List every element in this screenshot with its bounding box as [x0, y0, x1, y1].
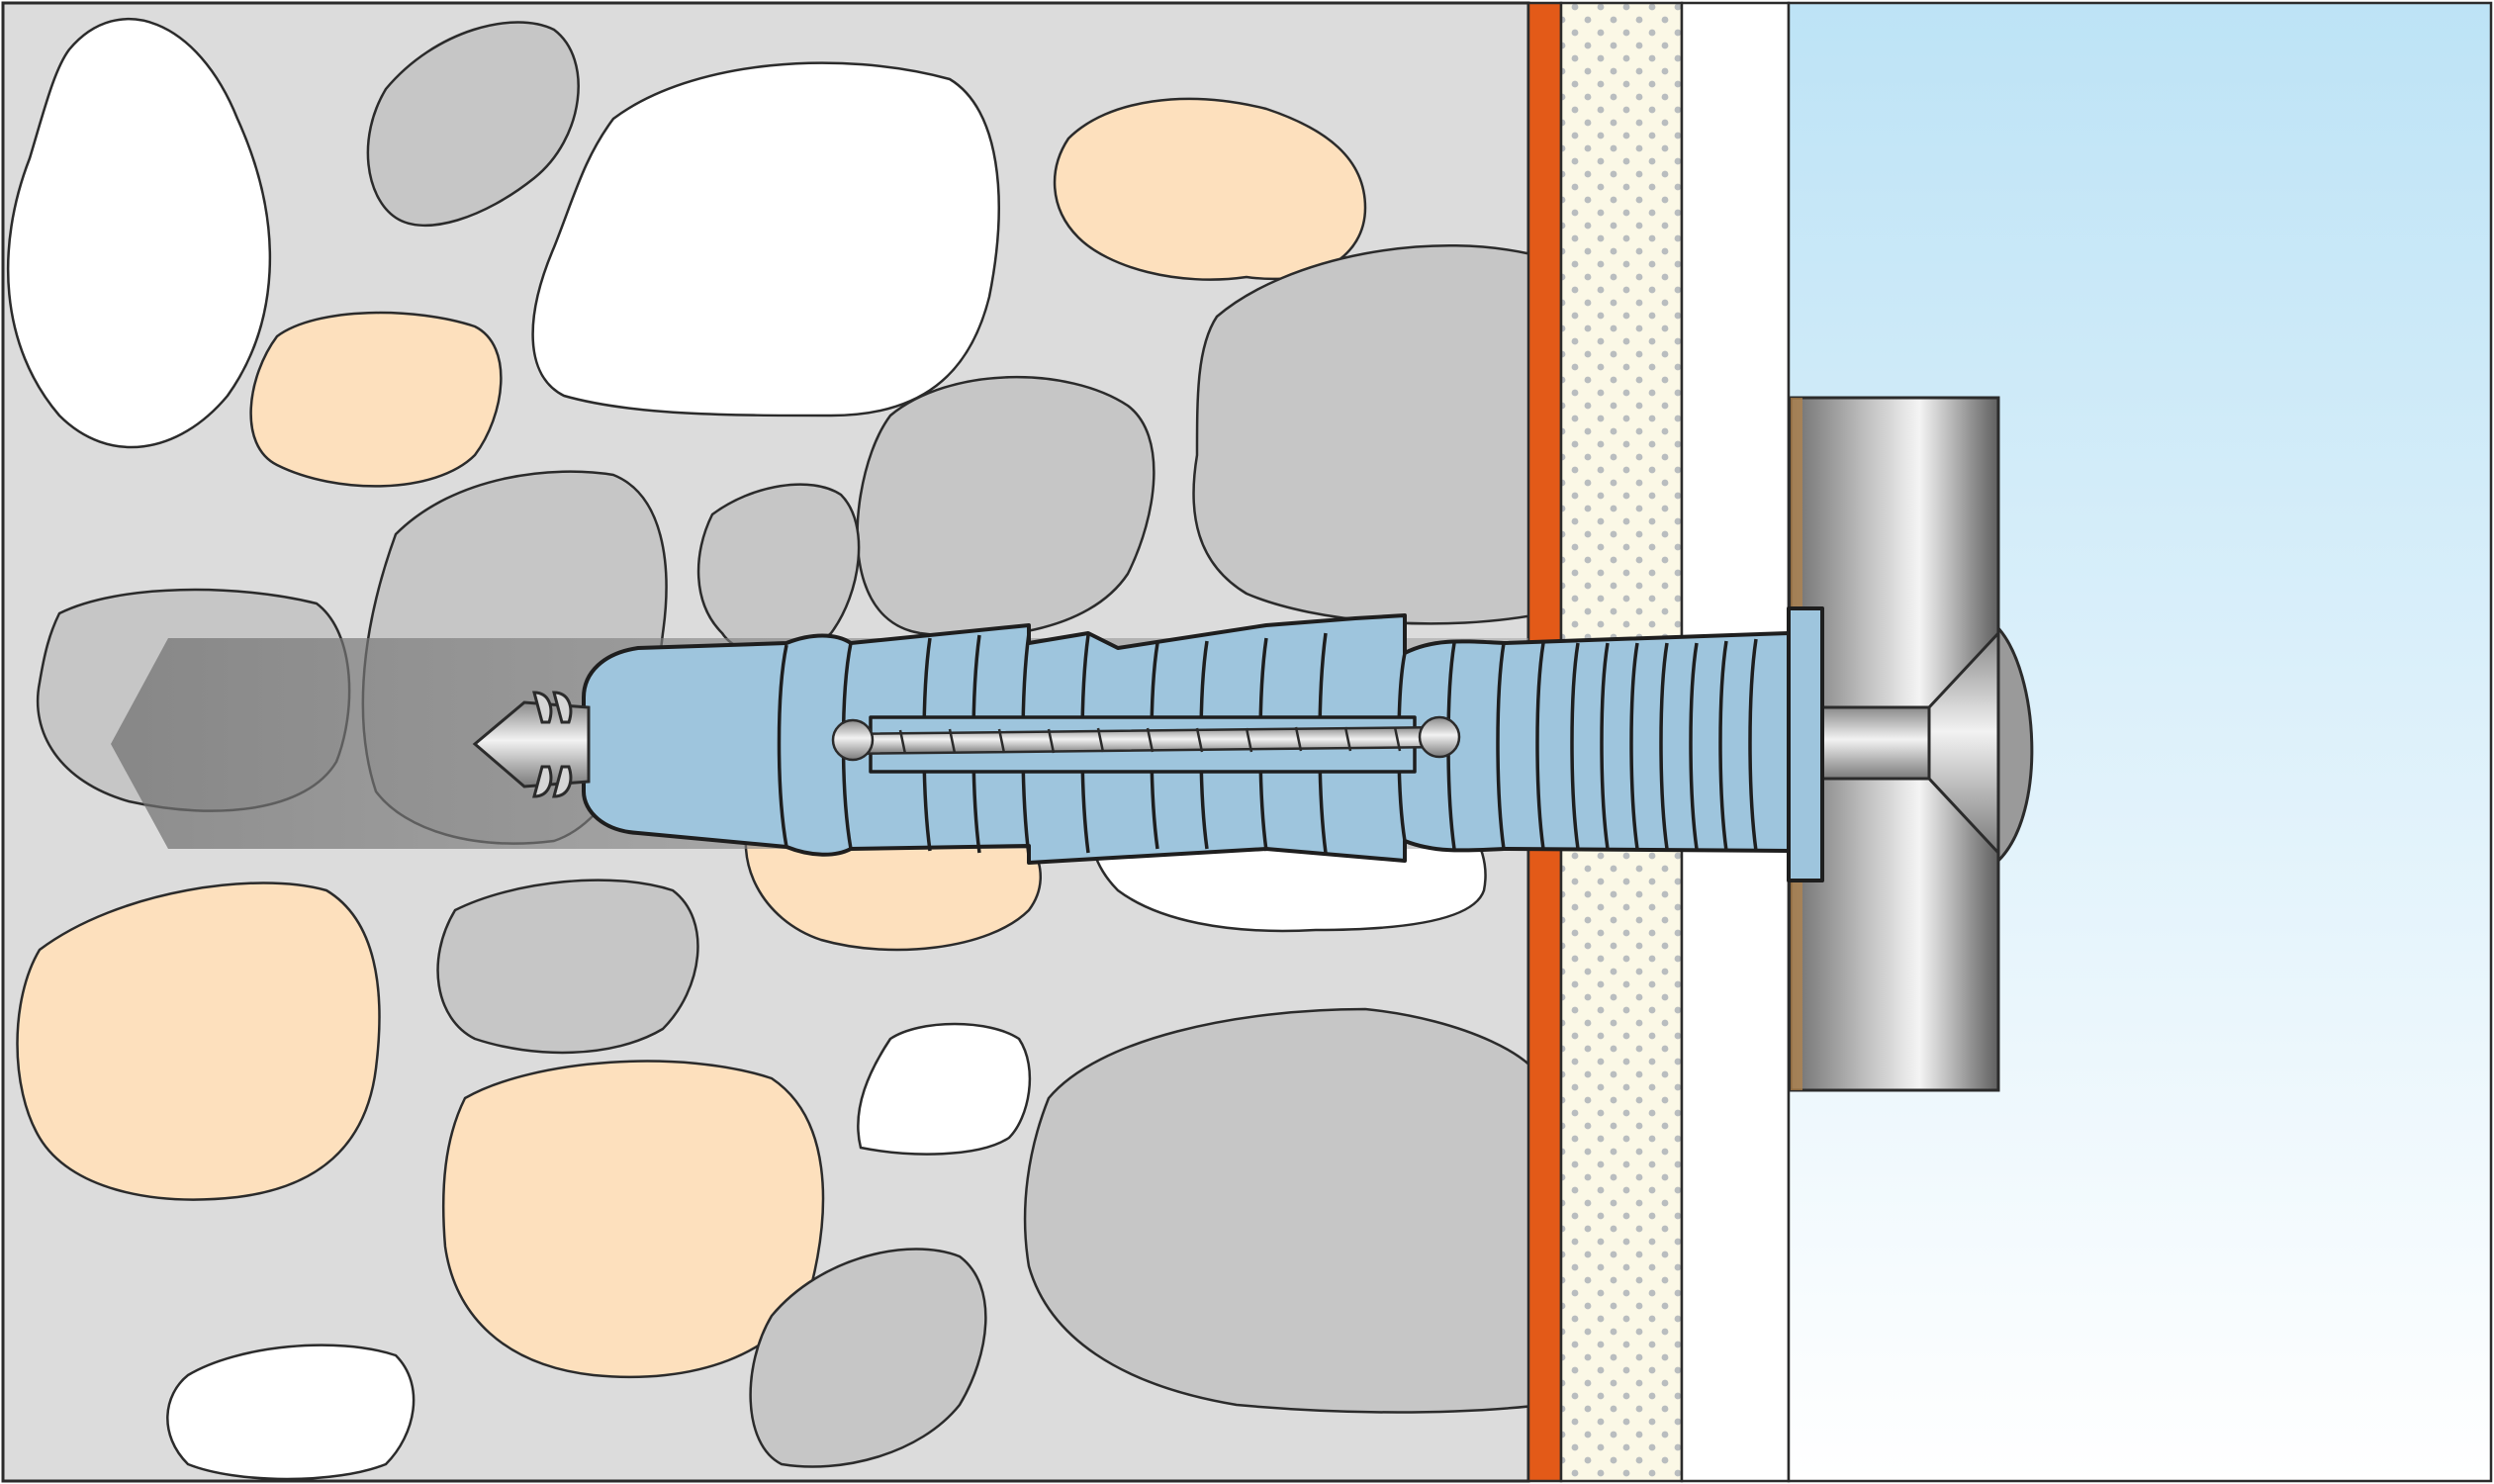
stone-gray [856, 375, 1155, 638]
stone-white [6, 17, 272, 449]
stone-gray [366, 21, 580, 227]
stone-white [531, 61, 1000, 417]
stone-gray [1192, 243, 1528, 625]
stone-peach [1053, 97, 1367, 281]
stone-white [166, 1344, 416, 1481]
plug-collar [1787, 606, 1824, 882]
aggregate-stones [6, 17, 1528, 1481]
stone-peach [16, 881, 381, 1201]
screw-thread [831, 715, 1461, 762]
stone-peach [249, 311, 503, 488]
stone-gray [436, 879, 699, 1055]
stone-gray [696, 483, 861, 657]
screw [1818, 629, 2000, 857]
screw-head [1927, 629, 2000, 857]
screw-tip [472, 691, 591, 798]
stone-white [857, 1022, 1032, 1156]
stone-gray [1023, 1007, 1528, 1414]
stone-gray [749, 1248, 987, 1468]
